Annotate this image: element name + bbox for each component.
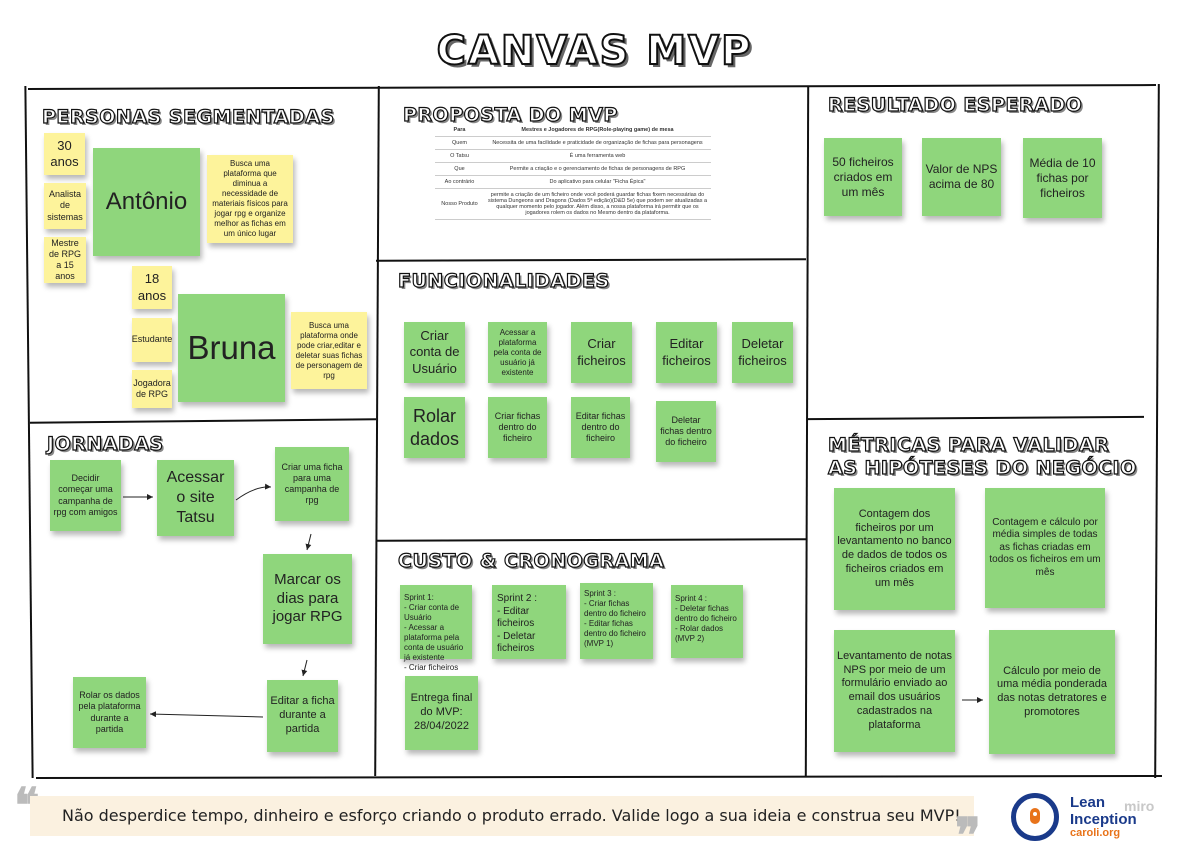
proposta-key: O Tatsu (435, 149, 484, 163)
sprint-line: - Editar ficheiros (497, 605, 535, 630)
sprint-line: - Criar conta de Usuário (404, 603, 460, 622)
sprint-2-sticky: Sprint 2 : - Editar ficheiros - Deletar … (492, 585, 566, 659)
sprint-1-lines: Sprint 1: - Criar conta de Usuário - Ace… (404, 593, 468, 673)
sprint-1-sticky: Sprint 1: - Criar conta de Usuário - Ace… (400, 585, 472, 672)
proposta-key: Nosso Produto (435, 188, 484, 220)
persona-antonio-extra: Mestre de RPG a 15 anos (44, 237, 86, 283)
jornada-sticky: Editar a ficha durante a partida (267, 680, 338, 752)
funcionalidade-sticky: Criar conta de Usuário (404, 322, 465, 383)
resultado-sticky: Valor de NPS acima de 80 (922, 138, 1001, 216)
persona-bruna-age: 18 anos (132, 266, 172, 309)
sprint-line: - Deletar ficheiros (497, 630, 536, 655)
persona-antonio-age: 30 anos (44, 133, 85, 175)
section-title-metricas-2: AS HIPÓTESES DO NEGÓCIO (827, 456, 1137, 479)
sprint-line: - Criar fichas dentro do ficheiro (584, 599, 646, 618)
persona-antonio-role: Analista de sistemas (44, 183, 86, 229)
section-title-proposta: PROPOSTA DO MVP (402, 103, 618, 126)
sprint-line: (MVP 2) (675, 634, 705, 643)
proposta-value: Necessita de uma facilidade e praticidad… (484, 136, 711, 150)
persona-bruna-name: Bruna (178, 294, 285, 402)
funcionalidade-sticky: Editar ficheiros (656, 322, 717, 383)
proposta-key: Que (435, 162, 484, 176)
sprint-line: - Rolar dados (675, 624, 724, 633)
sprint-3-lines: Sprint 3 : - Criar fichas dentro do fich… (584, 589, 649, 649)
section-title-metricas-1: MÉTRICAS PARA VALIDAR (827, 433, 1110, 456)
canvas-title: CANVAS MVP (436, 27, 753, 75)
metrica-sticky: Contagem dos ficheiros por um levantamen… (834, 488, 955, 610)
funcionalidade-sticky: Deletar fichas dentro do ficheiro (656, 401, 716, 462)
arrow-j4-j5 (301, 659, 308, 677)
logo-bulb-dot (1033, 812, 1037, 816)
brand-lean: Lean (1070, 794, 1106, 811)
persona-antonio-need: Busca uma plataforma que diminua a neces… (207, 155, 293, 243)
funcionalidade-sticky: Criar fichas dentro do ficheiro (488, 397, 547, 458)
persona-bruna-need: Busca uma plataforma onde pode criar,edi… (291, 312, 367, 389)
arrow-j5-j6 (149, 711, 264, 718)
section-title-personas: PERSONAS SEGMENTADAS (41, 105, 335, 128)
proposta-value: Mestres e Jogadores de RPG(Role-playing … (484, 124, 711, 137)
proposta-key: Para (435, 124, 484, 137)
resultado-sticky: Média de 10 fichas por ficheiros (1023, 138, 1102, 218)
sprint-line: Sprint 2 : (497, 593, 538, 604)
jornada-sticky: Decidir começar uma campanha de rpg com … (50, 460, 121, 531)
close-quote-icon: ❞ (955, 808, 981, 864)
metrica-sticky: Contagem e cálculo por média simples de … (985, 488, 1105, 608)
miro-watermark: miro (1124, 798, 1155, 814)
proposta-value: permite a criação de um ficheiro onde vo… (484, 188, 711, 220)
metrica-sticky: Levantamento de notas NPS por meio de um… (834, 630, 955, 752)
lean-inception-logo-icon (1011, 793, 1059, 841)
sprint-line: (MVP 1) (584, 639, 614, 648)
footer-text: Não desperdice tempo, dinheiro e esforço… (62, 806, 961, 825)
proposta-value: É uma ferramenta web (484, 149, 711, 163)
section-title-custo: CUSTO & CRONOGRAMA (397, 549, 665, 572)
section-title-jornadas: JORNADAS (46, 432, 164, 455)
section-title-funcionalidades: FUNCIONALIDADES (397, 269, 610, 292)
funcionalidade-sticky: Rolar dados (404, 397, 465, 458)
proposta-key: Quem (435, 136, 484, 150)
proposta-value: Permite a criação e o gerenciamento de f… (484, 162, 711, 176)
proposta-key: Ao contrário (435, 175, 484, 189)
funcionalidade-sticky: Criar ficheiros (571, 322, 632, 383)
persona-bruna-role: Estudante (132, 318, 172, 362)
entrega-sticky: Entrega final do MVP: 28/04/2022 (405, 676, 478, 750)
sprint-line: - Editar fichas dentro do ficheiro (584, 619, 646, 638)
funcionalidade-sticky: Editar fichas dentro do ficheiro (571, 397, 630, 458)
footer-banner: Não desperdice tempo, dinheiro e esforço… (30, 796, 974, 836)
jornada-sticky: Marcar os dias para jogar RPG (263, 554, 352, 644)
jornada-sticky: Criar uma ficha para uma campanha de rpg (275, 447, 349, 521)
sprint-line: - Criar ficheiros (404, 663, 459, 672)
jornadas-arrows (123, 483, 983, 718)
sprint-line: - Deletar fichas dentro do ficheiro (675, 604, 737, 623)
sprint-4-sticky: Sprint 4 : - Deletar fichas dentro do fi… (671, 585, 743, 658)
persona-bruna-extra: Jogadora de RPG (132, 370, 172, 408)
metrica-sticky: Cálculo por meio de uma média ponderada … (989, 630, 1115, 754)
jornada-sticky: Acessar o site Tatsu (157, 460, 234, 536)
brand-inception: Inception (1070, 811, 1137, 828)
arrow-j3-j4 (305, 533, 312, 551)
section-title-resultado: RESULTADO ESPERADO (827, 93, 1083, 116)
sprint-line: Sprint 1: (404, 593, 434, 602)
sprint-4-lines: Sprint 4 : - Deletar fichas dentro do fi… (675, 594, 739, 644)
jornada-sticky: Rolar os dados pela plataforma durante a… (73, 677, 146, 748)
resultado-sticky: 50 ficheiros criados em um mês (824, 138, 902, 216)
sprint-line: Sprint 3 : (584, 589, 617, 598)
logo-bulb-shape (1030, 808, 1040, 824)
funcionalidade-sticky: Acessar a plataforma pela conta de usuár… (488, 322, 547, 383)
sprint-3-sticky: Sprint 3 : - Criar fichas dentro do fich… (580, 583, 653, 659)
proposta-value: Do aplicativo para celular "Ficha Épica" (484, 175, 711, 189)
arrow-j2-j3 (235, 483, 272, 501)
persona-antonio-name: Antônio (93, 148, 200, 256)
brand-caroli: caroli.org (1070, 827, 1121, 839)
sprint-line: - Acessar a plataforma pela conta de usu… (404, 623, 464, 662)
sprint-2-lines: Sprint 2 : - Editar ficheiros - Deletar … (497, 593, 561, 656)
sprint-line: Sprint 4 : (675, 594, 708, 603)
funcionalidade-sticky: Deletar ficheiros (732, 322, 793, 383)
